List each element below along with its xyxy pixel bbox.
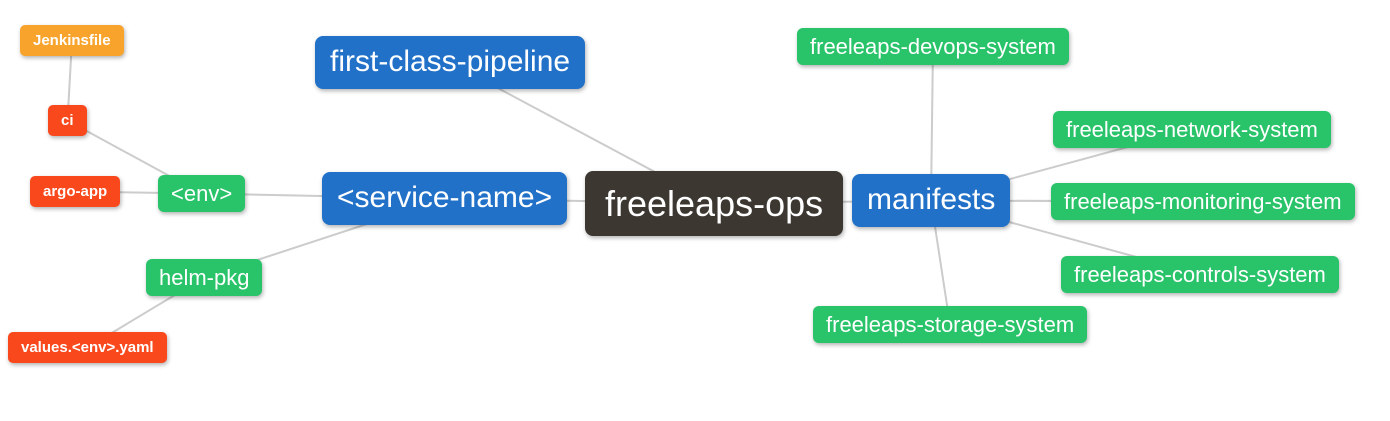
node-freeleaps-ops[interactable]: freeleaps-ops bbox=[585, 171, 844, 237]
node-env[interactable]: <env> bbox=[158, 175, 246, 213]
node-values-env-yaml[interactable]: values.<env>.yaml bbox=[8, 332, 167, 364]
node-freeleaps-storage-system[interactable]: freeleaps-storage-system bbox=[813, 306, 1088, 344]
node-manifests[interactable]: manifests bbox=[852, 174, 1011, 227]
node-freeleaps-devops-system[interactable]: freeleaps-devops-system bbox=[797, 28, 1069, 66]
node-freeleaps-network-system[interactable]: freeleaps-network-system bbox=[1053, 111, 1331, 149]
node-jenkinsfile[interactable]: Jenkinsfile bbox=[20, 25, 124, 57]
node-argo-app[interactable]: argo-app bbox=[30, 176, 121, 208]
node-helm-pkg[interactable]: helm-pkg bbox=[146, 259, 263, 297]
node-first-class-pipeline[interactable]: first-class-pipeline bbox=[315, 36, 586, 89]
node-freeleaps-monitoring-system[interactable]: freeleaps-monitoring-system bbox=[1051, 183, 1355, 221]
node-service-name[interactable]: <service-name> bbox=[322, 172, 568, 225]
node-ci[interactable]: ci bbox=[48, 105, 87, 137]
node-freeleaps-controls-system[interactable]: freeleaps-controls-system bbox=[1061, 256, 1339, 294]
